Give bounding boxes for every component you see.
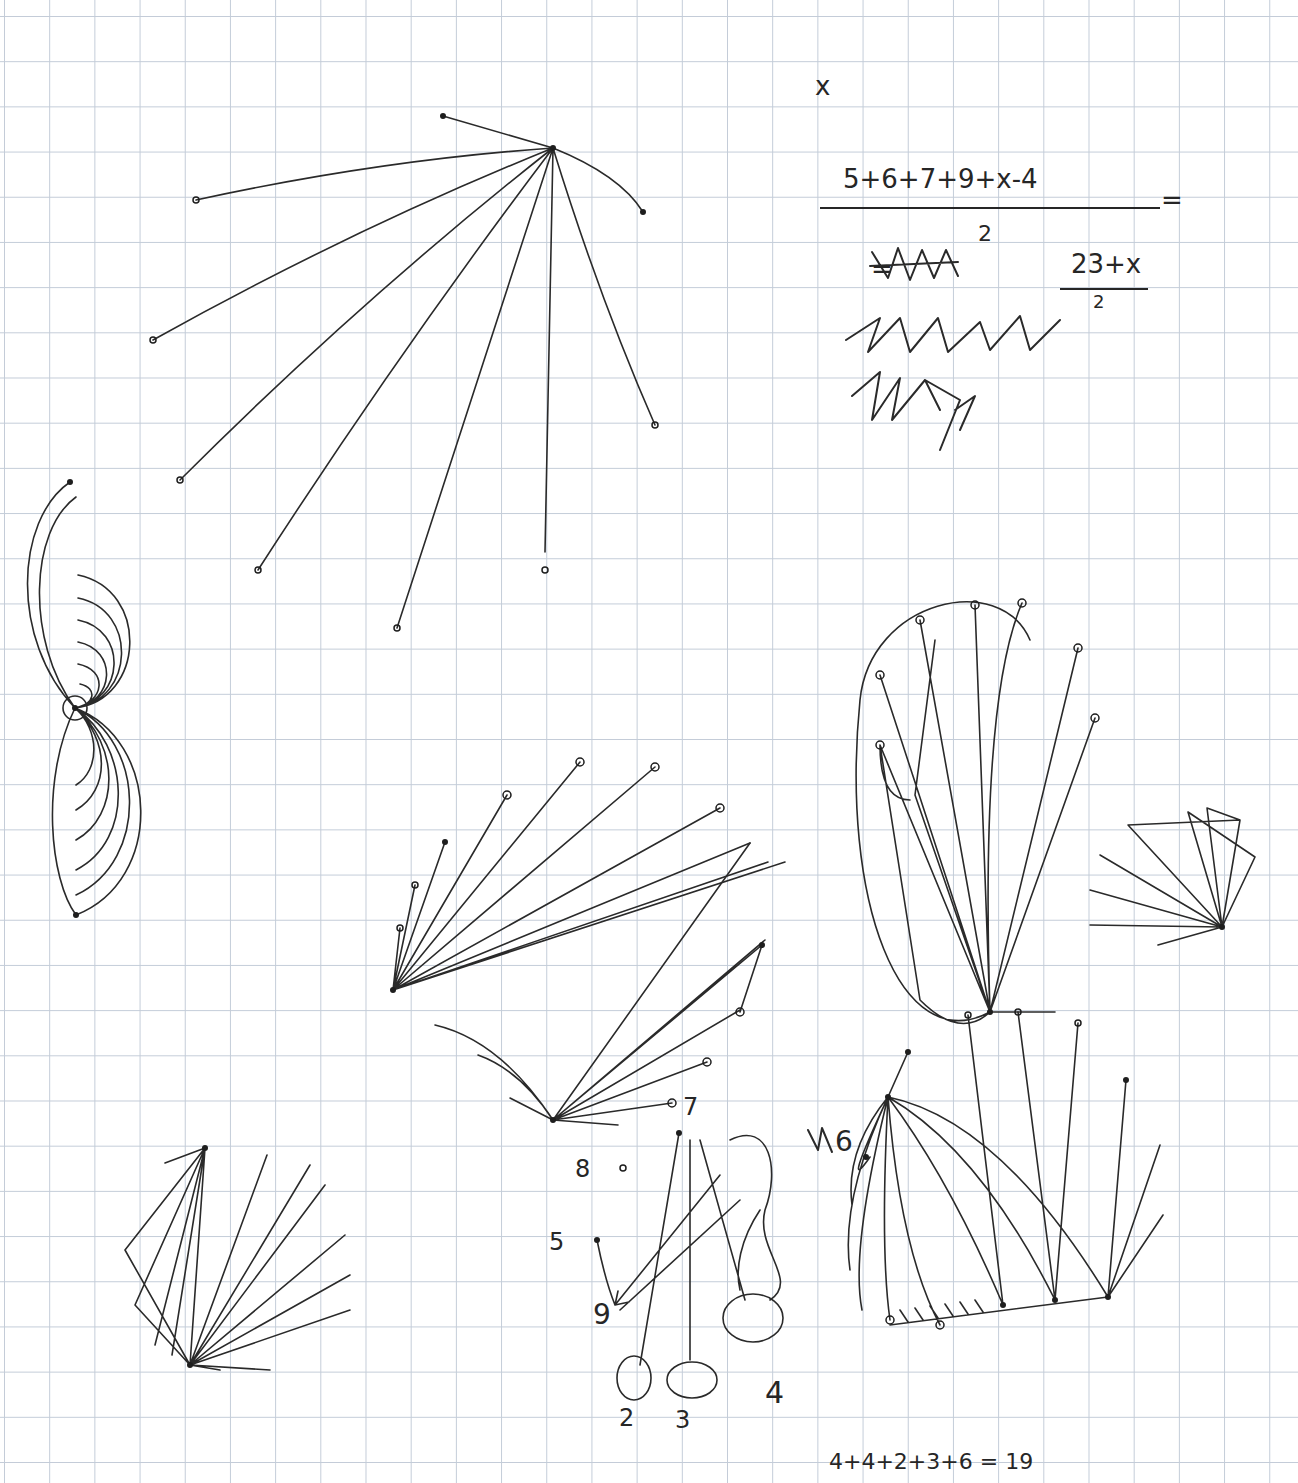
fraction-bar — [820, 207, 1160, 209]
fraction-bar — [1060, 288, 1148, 290]
crossing-sketch — [597, 1133, 780, 1365]
curved-star-graph — [28, 482, 141, 915]
star-graph — [1090, 808, 1255, 945]
vertex-dots — [70, 116, 1222, 1365]
crossed-out-scribble — [846, 248, 1060, 450]
callout-number: 9 — [590, 1300, 614, 1331]
callout-number: 4 — [762, 1376, 787, 1409]
crossed-out-scribble — [808, 1128, 832, 1152]
equation-text: 2 — [975, 222, 995, 246]
equation-text: 2 — [1090, 292, 1107, 312]
sum-note: 4+4+2+3+6 = 19 — [826, 1450, 1036, 1474]
equation-text: = — [868, 255, 896, 284]
callout-number: 7 — [680, 1094, 701, 1120]
star-graph — [153, 116, 655, 628]
equation-text: 5+6+7+9+x-4 — [840, 165, 1041, 194]
star-graph — [856, 602, 1095, 1024]
loop-circle — [723, 1294, 783, 1342]
star-graph — [848, 1012, 1163, 1325]
callout-number: 3 — [672, 1407, 693, 1433]
callout-number: 5 — [546, 1229, 567, 1255]
equation-text: x — [812, 72, 833, 101]
star-graph — [435, 843, 765, 1125]
callout-number: 6 — [832, 1127, 856, 1158]
callout-number: 2 — [616, 1405, 637, 1431]
equation-text: 23+x — [1068, 250, 1144, 279]
star-graph — [125, 1148, 350, 1370]
equation-text: = — [1158, 186, 1186, 215]
loop-circle — [667, 1362, 717, 1398]
hollow-vertex-dots — [150, 197, 1099, 1329]
callout-number: 8 — [572, 1156, 593, 1182]
loop-circle — [617, 1356, 651, 1400]
